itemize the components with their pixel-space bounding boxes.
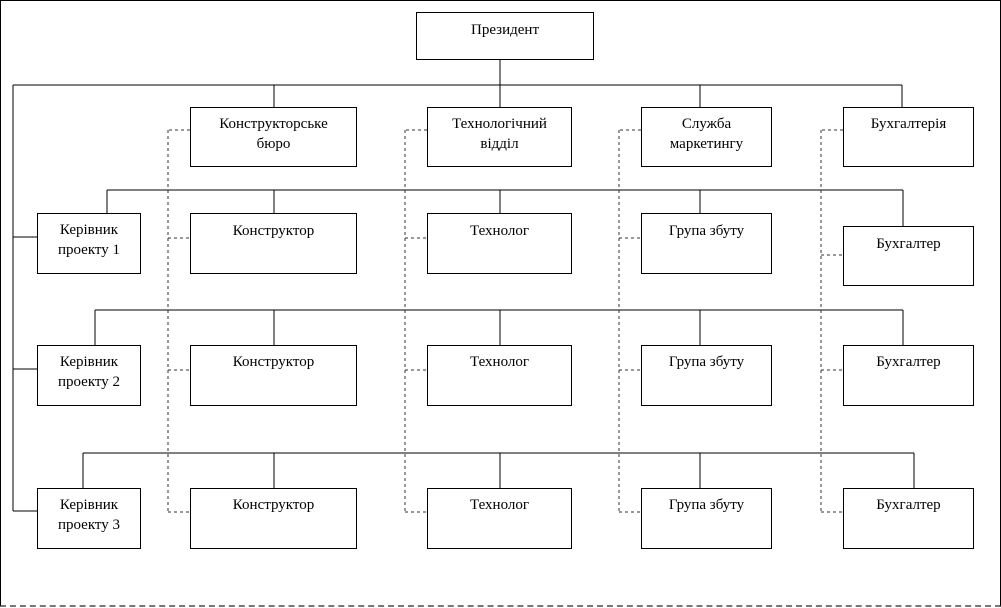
designer-label: Конструктор [232,354,315,370]
designer-box: Конструктор [190,345,357,406]
sales-group-box: Група збуту [641,213,772,274]
president-box: Президент [416,12,594,60]
technologist-label: Технолог [469,223,530,239]
sales-group-label: Група збуту [668,354,745,370]
project-manager-label: Керівник проекту 1 [57,222,121,258]
accountant-label: Бухгалтер [876,497,941,513]
marketing-service-label: Служба маркетингу [669,116,744,152]
technologist-label: Технолог [469,354,530,370]
technologist-label: Технолог [469,497,530,513]
designer-label: Конструктор [232,497,315,513]
marketing-service-box: Служба маркетингу [641,107,772,167]
project-manager-box: Керівник проекту 1 [37,213,141,274]
sales-group-label: Група збуту [668,223,745,239]
project-manager-label: Керівник проекту 2 [57,354,121,390]
project-manager-box: Керівник проекту 2 [37,345,141,406]
designer-box: Конструктор [190,488,357,549]
designer-label: Конструктор [232,223,315,239]
sales-group-box: Група збуту [641,488,772,549]
accountant-box: Бухгалтер [843,488,974,549]
accountant-label: Бухгалтер [876,354,941,370]
president-label: Президент [471,22,539,38]
technology-department-label: Технологічний відділ [452,116,547,152]
design-bureau-box: Конструкторське бюро [190,107,357,167]
technologist-box: Технолог [427,488,572,549]
accountant-label: Бухгалтер [876,236,941,252]
project-manager-label: Керівник проекту 3 [57,497,121,533]
designer-box: Конструктор [190,213,357,274]
functional-connectors [167,129,843,513]
sales-group-box: Група збуту [641,345,772,406]
accounting-box: Бухгалтерія [843,107,974,167]
accountant-box: Бухгалтер [843,345,974,406]
technologist-box: Технолог [427,345,572,406]
solid-connectors [12,60,915,512]
accounting-label: Бухгалтерія [870,116,947,132]
sales-group-label: Група збуту [668,497,745,513]
design-bureau-label: Конструкторське бюро [219,116,328,152]
technologist-box: Технолог [427,213,572,274]
accountant-box: Бухгалтер [843,226,974,286]
technology-department-box: Технологічний відділ [427,107,572,167]
project-manager-box: Керівник проекту 3 [37,488,141,549]
